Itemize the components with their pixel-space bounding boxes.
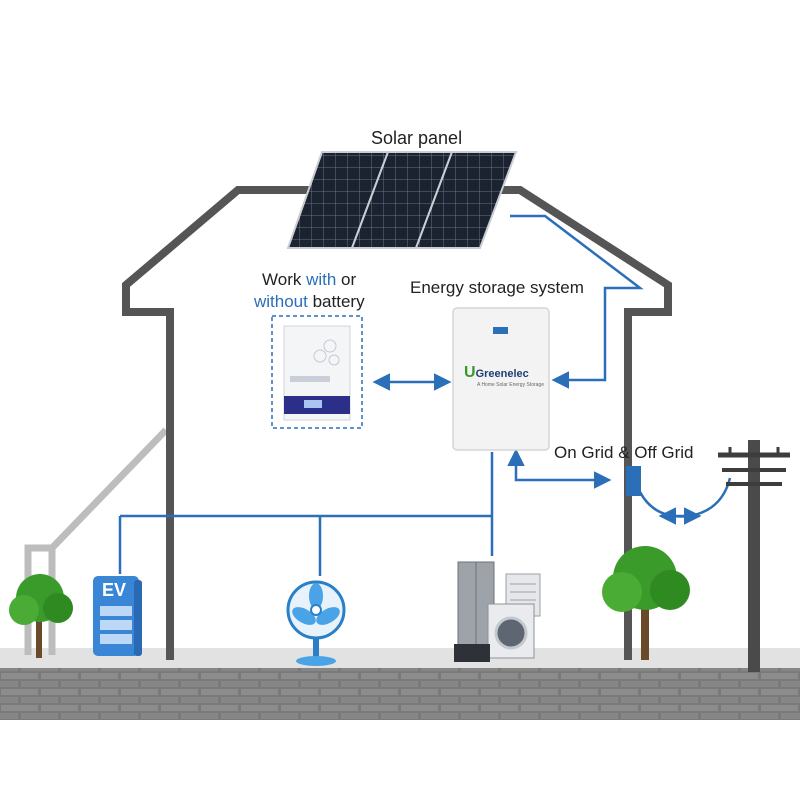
solar-panel-label: Solar panel bbox=[371, 128, 463, 148]
inverter bbox=[271, 315, 363, 429]
ev-label: EV bbox=[102, 580, 127, 600]
grid-label: On Grid & Off Grid bbox=[554, 443, 694, 462]
house-outline bbox=[122, 186, 672, 660]
tree-left bbox=[9, 574, 73, 658]
junction-box bbox=[626, 466, 641, 496]
with-text: with bbox=[306, 270, 337, 289]
ground bbox=[0, 648, 800, 670]
without-text: without bbox=[254, 292, 308, 311]
fan bbox=[286, 580, 346, 666]
brick-wall bbox=[0, 668, 800, 720]
or-text: or bbox=[336, 270, 357, 289]
brand-u: U bbox=[464, 364, 476, 381]
energy-storage-unit bbox=[452, 307, 550, 451]
appliances bbox=[454, 561, 541, 662]
brand-name: Greenelec bbox=[475, 368, 529, 380]
brand-tagline: A Home Solar Energy Storage bbox=[477, 382, 544, 388]
tree-right bbox=[602, 546, 690, 660]
ev-charger bbox=[93, 576, 142, 656]
work-with-battery-label: Work with or bbox=[262, 270, 356, 290]
energy-storage-label: Energy storage system bbox=[410, 278, 584, 297]
utility-pole bbox=[718, 440, 790, 672]
solar-panel bbox=[286, 151, 518, 249]
without-battery-label: without battery bbox=[254, 292, 365, 312]
work-text: Work bbox=[262, 270, 307, 289]
brand-logo: UGreenelec bbox=[464, 364, 529, 382]
battery-text: battery bbox=[307, 292, 365, 311]
wiring bbox=[118, 214, 732, 576]
